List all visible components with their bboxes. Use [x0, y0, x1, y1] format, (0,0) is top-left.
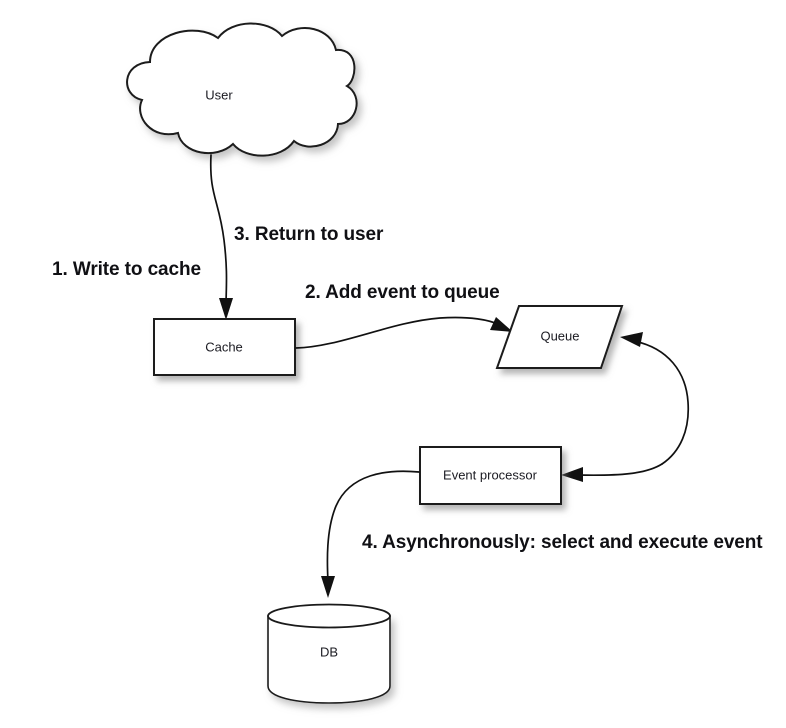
node-db[interactable]: DB [267, 603, 391, 704]
node-event-processor-label: Event processor [443, 467, 538, 482]
node-queue[interactable]: Queue [495, 305, 624, 369]
node-event-processor[interactable]: Event processor [419, 446, 562, 505]
node-user[interactable]: User [126, 22, 358, 157]
node-user-label: User [205, 87, 233, 102]
arrowhead-cache-to-queue [490, 317, 513, 332]
arrowhead-processor-to-queue [620, 332, 643, 347]
step-label-4-async-select-execute: 4. Asynchronously: select and execute ev… [362, 532, 763, 553]
node-cache[interactable]: Cache [153, 318, 296, 376]
edge-processor-to-queue [620, 332, 690, 465]
node-queue-label: Queue [540, 328, 579, 343]
edge-user-to-cache [209, 154, 233, 320]
edge-cache-to-queue [295, 316, 513, 349]
step-label-2-add-event-to-queue: 2. Add event to queue [305, 282, 500, 303]
arrowhead-user-to-cache [219, 298, 233, 320]
step-label-1-write-to-cache: 1. Write to cache [52, 259, 201, 280]
edge-processor-to-db [321, 470, 420, 598]
arrowhead-processor-to-db [321, 576, 335, 598]
arrowhead-queue-to-processor [561, 467, 583, 482]
node-db-label: DB [320, 644, 338, 659]
node-cache-label: Cache [205, 339, 243, 354]
edge-queue-to-processor [561, 463, 663, 482]
step-label-3-return-to-user: 3. Return to user [234, 224, 384, 245]
